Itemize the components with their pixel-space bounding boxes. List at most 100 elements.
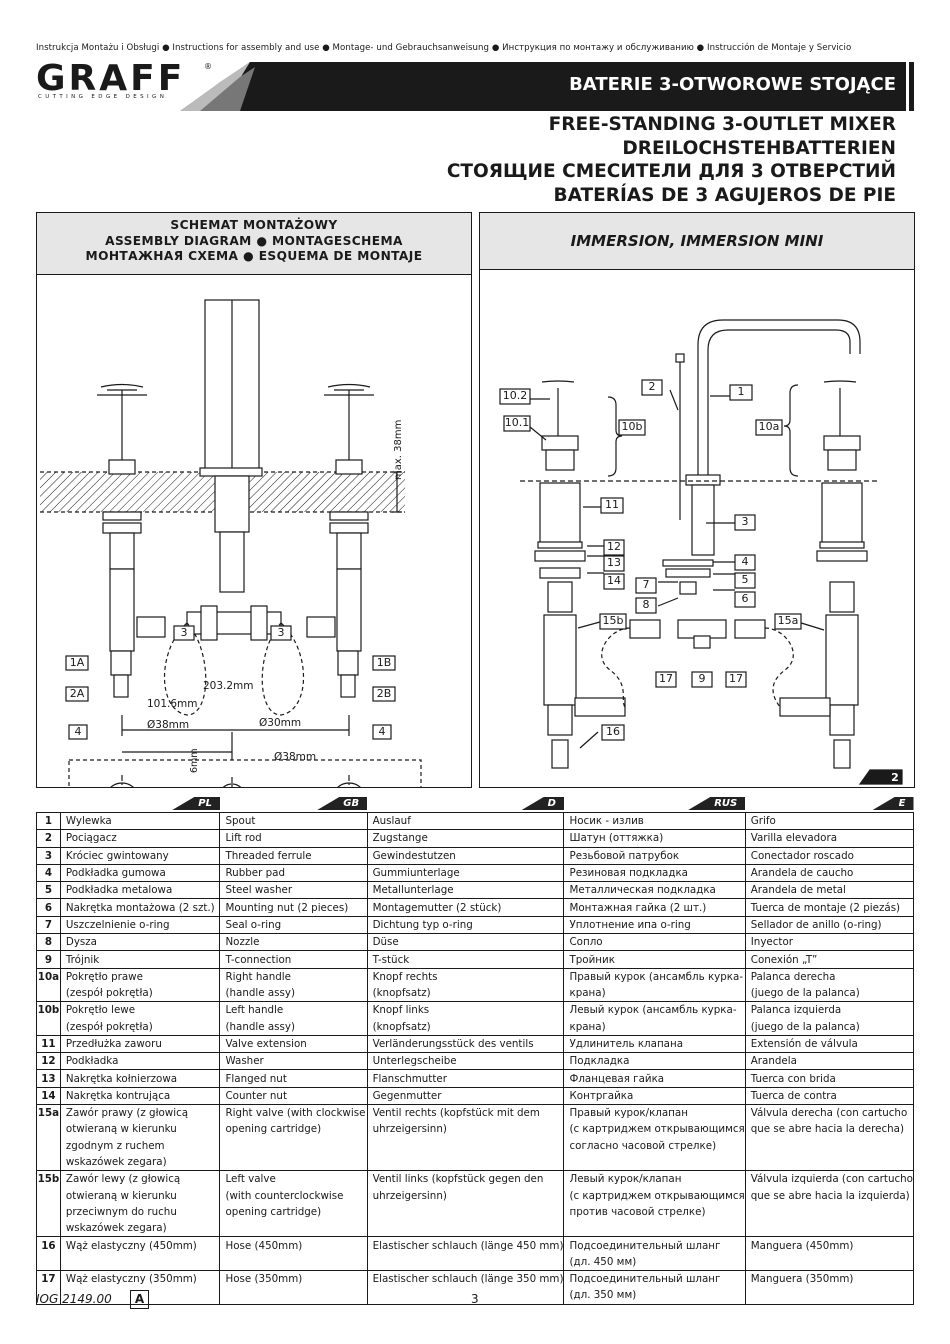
- part-name-cell: Seal o-ring: [219, 915, 368, 934]
- part-name-cell: Podkładka metalowa: [59, 881, 221, 899]
- graff-logo: GRAFF ® CUTTING EDGE DESIGN: [36, 58, 246, 108]
- part-number: 5: [36, 881, 61, 899]
- part-name-cell: (juego de la palanca): [744, 984, 915, 1002]
- part-name-cell: Сопло: [563, 933, 746, 951]
- part-name-cell: Резиновая подкладка: [563, 863, 746, 882]
- part-name-cell: [219, 1253, 368, 1271]
- part-name-cell: Mounting nut (2 pieces): [219, 898, 368, 917]
- callout-15b: 15b: [602, 614, 624, 627]
- dim-total-width: 203.2mm: [203, 680, 254, 692]
- part-name-cell: Pokrętło prawe: [59, 967, 221, 985]
- callout-2b: 2B: [376, 687, 392, 700]
- part-name-cell: Trójnik: [59, 950, 221, 969]
- dim-max-height: max. 38mm: [393, 419, 404, 480]
- part-name-cell: Gegenmutter: [366, 1086, 565, 1105]
- callout-5: 5: [741, 573, 749, 586]
- part-number: [36, 1137, 61, 1154]
- callout-3-left: 3: [180, 626, 188, 639]
- part-number: 12: [36, 1052, 61, 1070]
- part-name-cell: крана): [563, 984, 746, 1002]
- callout-10a: 10a: [758, 420, 780, 433]
- part-name-cell: (с картриджем открывающимся: [563, 1187, 746, 1204]
- part-name-cell: opening cartridge): [219, 1121, 368, 1138]
- part-name-cell: Steel washer: [219, 881, 368, 899]
- subtitle-ru: СТОЯЩИЕ СМЕСИТЕЛИ ДЛЯ 3 ОТВЕРСТИЙ: [446, 161, 896, 182]
- part-name-cell: Wylewka: [59, 811, 221, 830]
- part-number: [36, 984, 61, 1002]
- language-header: GB: [219, 795, 368, 813]
- callout-1a: 1A: [69, 656, 85, 669]
- subtitle-de: DREILOCHSTEHBATTERIEN: [622, 137, 896, 159]
- registered-mark: ®: [204, 62, 212, 71]
- table-row: (дл. 450 мм): [36, 1253, 915, 1271]
- part-name-cell: Uszczelnienie o-ring: [59, 915, 221, 934]
- part-name-cell: [744, 1253, 915, 1271]
- callout-10-2: 10.2: [502, 389, 528, 402]
- part-name-cell: Arandela de metal: [744, 881, 915, 899]
- heading-line: МОНТАЖНАЯ СХЕМА ● ESQUEMA DE MONTAJE: [85, 249, 423, 263]
- part-name-cell: [366, 1137, 565, 1154]
- part-name-cell: Rubber pad: [219, 863, 368, 882]
- part-name-cell: Шатун (оттяжка): [563, 829, 746, 848]
- part-name-cell: Grifo: [744, 811, 915, 830]
- callout-11: 11: [605, 498, 619, 511]
- part-name-cell: [744, 1220, 915, 1237]
- part-name-cell: T-connection: [219, 950, 368, 969]
- part-number: 13: [36, 1069, 61, 1088]
- title-bar-shape: [180, 62, 914, 111]
- figure-badge-2: 2: [891, 771, 899, 784]
- part-name-cell: [744, 1203, 915, 1221]
- callout-4-right: 4: [378, 725, 386, 738]
- immersion-heading: IMMERSION, IMMERSION MINI: [480, 213, 914, 270]
- language-header: D: [367, 795, 564, 813]
- part-name-cell: Washer: [219, 1052, 368, 1070]
- part-number: [36, 1018, 61, 1036]
- part-name-cell: [366, 1203, 565, 1221]
- part-name-cell: uhrzeigersinn): [366, 1121, 565, 1138]
- callout-17-right: 17: [729, 672, 743, 685]
- part-name-cell: Montagemutter (2 stück): [366, 898, 565, 917]
- part-name-cell: [563, 1153, 746, 1171]
- language-header: PL: [60, 795, 220, 813]
- table-row: wskazówek zegara): [36, 1153, 915, 1171]
- title-polish: BATERIE 3-OTWOROWE STOJĄCE: [569, 74, 896, 95]
- part-number: 10a: [36, 967, 61, 985]
- part-name-cell: (с картриджем открывающимся: [563, 1121, 746, 1138]
- callout-1: 1: [737, 385, 745, 398]
- part-number: 8: [36, 933, 61, 951]
- part-name-cell: [219, 1220, 368, 1237]
- part-number: 2: [36, 829, 61, 848]
- part-name-cell: Подсоединительный шланг: [563, 1236, 746, 1254]
- part-name-cell: Nozzle: [219, 933, 368, 951]
- part-number: [36, 1153, 61, 1171]
- part-name-cell: Düse: [366, 933, 565, 951]
- part-name-cell: Conectador roscado: [744, 846, 915, 865]
- part-name-cell: Arandela de caucho: [744, 863, 915, 882]
- part-number: [36, 1203, 61, 1221]
- part-name-cell: Counter nut: [219, 1086, 368, 1105]
- part-name-cell: Ventil rechts (kopfstück mit dem: [366, 1104, 565, 1122]
- part-name-cell: que se abre hacia la izquierda): [744, 1187, 915, 1204]
- part-number: 16: [36, 1236, 61, 1254]
- part-name-cell: [366, 1153, 565, 1171]
- callout-2a: 2A: [69, 687, 85, 700]
- part-name-cell: [744, 1137, 915, 1154]
- part-name-cell: Knopf links: [366, 1001, 565, 1019]
- subtitles: FREE-STANDING 3-OUTLET MIXER DREILOCHSTE…: [447, 113, 896, 207]
- part-number: 10b: [36, 1001, 61, 1019]
- table-row: otwieraną w kierunku(with counterclockwi…: [36, 1187, 915, 1204]
- part-name-cell: Ventil links (kopfstück gegen den: [366, 1170, 565, 1188]
- callout-1b: 1B: [376, 656, 392, 669]
- part-name-cell: Tuerca de contra: [744, 1086, 915, 1105]
- revision-box: A: [130, 1290, 149, 1309]
- part-name-cell: Tuerca de montaje (2 piezás): [744, 898, 915, 917]
- assembly-diagram-heading: SCHEMAT MONTAŻOWY ASSEMBLY DIAGRAM ● MON…: [37, 213, 471, 275]
- title-bar: BATERIE 3-OTWOROWE STOJĄCE: [180, 62, 914, 111]
- part-name-cell: Manguera (350mm): [744, 1270, 915, 1288]
- part-name-cell: Right handle: [219, 967, 368, 985]
- part-name-cell: Nakrętka kołnierzowa: [59, 1069, 221, 1088]
